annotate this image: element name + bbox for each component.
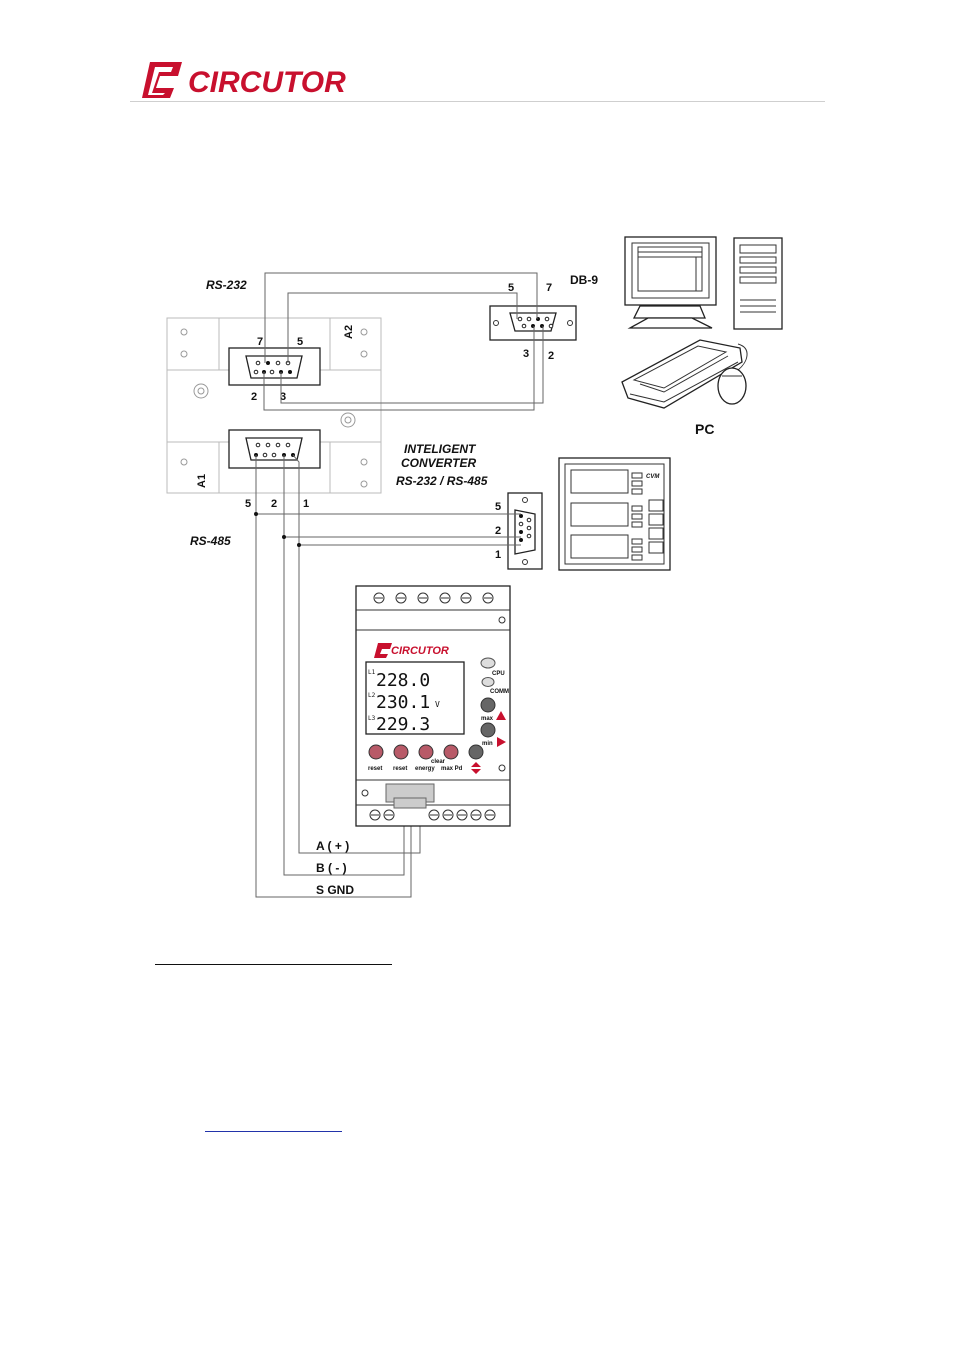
cvm-panel — [558, 457, 671, 571]
lcd-tag-l1: L1 — [368, 669, 376, 676]
maxpd-button-icon[interactable] — [443, 744, 459, 760]
lcd-tag-l3: L3 — [368, 715, 376, 722]
terminal-label-s: S GND — [316, 883, 354, 897]
conv-bottom-pin-5: 5 — [245, 498, 251, 510]
button-label-maxpd: max Pd — [441, 766, 463, 772]
comm-led-icon — [481, 677, 495, 687]
converter-label-line3: RS-232 / RS-485 — [396, 474, 488, 488]
reset-button-1-icon[interactable] — [368, 744, 384, 760]
converter-label-line1: INTELIGENT — [404, 442, 477, 456]
db9-pin-7: 7 — [546, 282, 552, 294]
conv-top-pin-3: 3 — [280, 391, 286, 403]
conv-top-pin-7: 7 — [257, 336, 263, 348]
pc-monitor-icon — [624, 236, 717, 329]
cvm-conn-pin-2: 2 — [495, 525, 501, 537]
conv-bottom-pin-1: 1 — [303, 498, 309, 510]
rs232-label: RS-232 — [206, 278, 247, 292]
db9-pin-2: 2 — [548, 350, 554, 362]
converter-module — [166, 317, 382, 494]
energy-button-icon[interactable] — [418, 744, 434, 760]
bottom-terminal-screws — [369, 809, 496, 821]
cvm-panel-label: CVM — [646, 474, 660, 480]
enter-button-icon[interactable] — [468, 744, 484, 760]
conv-bottom-pin-2: 2 — [271, 498, 277, 510]
lcd-unit-l2: V — [435, 700, 440, 709]
pc-tower-icon — [733, 237, 783, 330]
rs485-wires — [254, 454, 521, 898]
rs232-wires — [263, 272, 544, 411]
max-button-icon[interactable] — [480, 697, 496, 713]
rail-label-a2: A2 — [343, 325, 355, 339]
rs485-label: RS-485 — [190, 534, 231, 548]
din-meter: CIRCUTOR L1 228.0 L2 230.1 V L3 229.3 CP… — [355, 585, 511, 827]
mouse-icon — [717, 343, 748, 405]
header-rule — [130, 101, 825, 102]
hyperlink-underline — [205, 1131, 342, 1132]
terminal-label-b: B ( - ) — [316, 861, 347, 875]
comm-label: COMM — [490, 689, 509, 695]
clear-label: clear — [431, 759, 446, 765]
lcd-value-l3: 229.3 — [376, 714, 430, 735]
cvm-conn-pin-5: 5 — [495, 501, 501, 513]
min-label: min — [482, 741, 493, 747]
cvm-conn-pin-1: 1 — [495, 549, 501, 561]
meter-logo-mark-icon — [374, 643, 392, 658]
lcd-value-l1: 228.0 — [376, 670, 430, 691]
max-label: max — [481, 716, 494, 722]
db9-label: DB-9 — [570, 273, 598, 287]
top-terminal-screws — [373, 592, 494, 604]
cvm-db9-connector — [507, 492, 543, 570]
circutor-logo: CIRCUTOR — [142, 62, 346, 99]
terminal-label-a: A ( + ) — [316, 839, 349, 853]
logo-wordmark: CIRCUTOR — [188, 66, 346, 99]
min-button-icon[interactable] — [480, 722, 496, 738]
cpu-led-icon — [480, 657, 496, 669]
logo-mark-icon — [142, 62, 182, 98]
conv-top-pin-5: 5 — [297, 336, 303, 348]
button-label-reset-2: reset — [393, 766, 407, 772]
button-label-reset-1: reset — [368, 766, 382, 772]
keyboard-icon — [621, 339, 743, 409]
converter-label-line2: CONVERTER — [401, 456, 476, 470]
meter-brand: CIRCUTOR — [391, 645, 449, 657]
up-down-arrows-icon — [471, 762, 481, 774]
pc-label: PC — [695, 421, 714, 437]
db9-connector — [489, 305, 577, 341]
reset-button-2-icon[interactable] — [393, 744, 409, 760]
lcd-value-l2: 230.1 — [376, 692, 430, 713]
section-heading-underline — [155, 964, 392, 965]
arrow-up-icon — [496, 711, 506, 720]
db9-pin-3: 3 — [523, 348, 529, 360]
cpu-label: CPU — [492, 671, 505, 677]
db9-pin-5: 5 — [508, 282, 514, 294]
conv-top-pin-2: 2 — [251, 391, 257, 403]
button-label-energy: energy — [415, 766, 435, 772]
arrow-right-icon — [497, 737, 506, 747]
rail-label-a1: A1 — [196, 474, 208, 488]
lcd-tag-l2: L2 — [368, 692, 376, 699]
